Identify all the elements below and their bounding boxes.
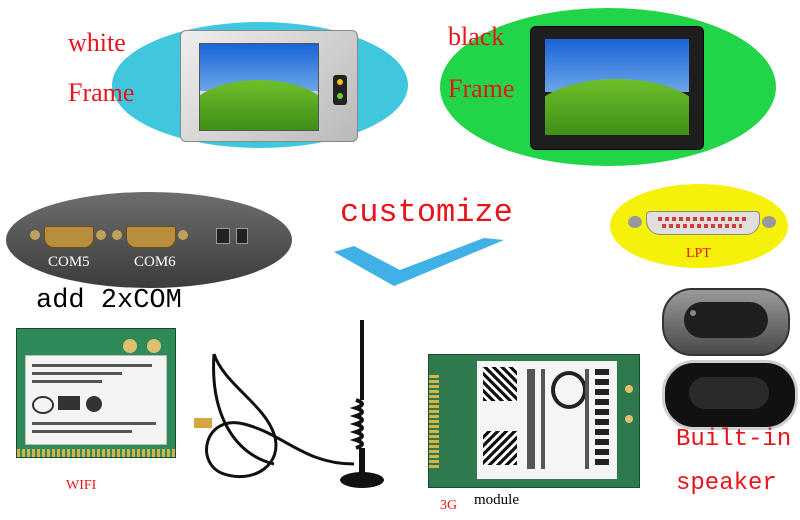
white-frame-indicator-lights — [333, 75, 347, 105]
white-frame-monitor — [180, 30, 358, 142]
black-frame-monitor — [530, 26, 704, 150]
wifi-card — [16, 328, 176, 458]
speaker-label-line1: Built-in — [676, 426, 792, 453]
white-frame-screen — [199, 43, 319, 131]
wifi-label: WIFI — [66, 478, 97, 493]
lpt-connector — [628, 210, 778, 235]
3g-module-card — [428, 354, 640, 488]
3g-label: 3G — [440, 498, 458, 513]
com5-connector — [30, 224, 106, 248]
white-frame-label-line1: white — [68, 28, 126, 57]
com5-label: COM5 — [48, 254, 90, 270]
com6-label: COM6 — [134, 254, 176, 270]
speaker-bottom — [662, 360, 798, 430]
antenna-image — [194, 320, 384, 488]
wifi-card-label-sticker — [25, 355, 167, 445]
black-frame-label-line2: Frame — [448, 74, 515, 103]
module-label: module — [474, 492, 519, 508]
panel-button — [236, 228, 248, 244]
panel-button — [216, 228, 230, 244]
white-frame-label-line2: Frame — [68, 78, 135, 107]
down-arrow-icon — [334, 238, 504, 286]
customize-title: customize — [340, 194, 513, 231]
black-frame-label-line1: black — [448, 22, 505, 51]
com6-connector — [112, 224, 188, 248]
black-frame-screen — [545, 39, 689, 135]
add-com-caption: add 2xCOM — [36, 286, 182, 316]
3g-module-label-sticker — [477, 361, 617, 479]
lpt-label: LPT — [686, 246, 711, 261]
speaker-top — [662, 288, 790, 356]
speaker-label-line2: speaker — [676, 470, 777, 497]
